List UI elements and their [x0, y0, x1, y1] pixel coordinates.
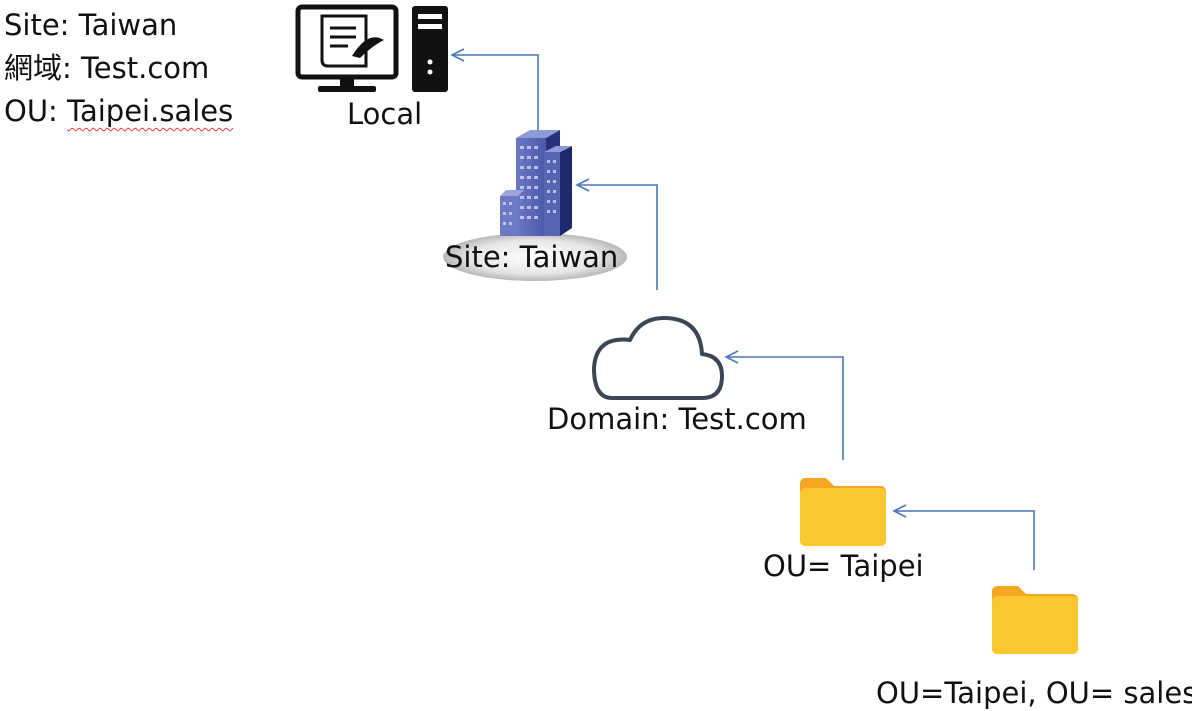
connector-site-to-local: [450, 48, 539, 132]
computer-server-icon: [295, 4, 448, 92]
info-site: Site: Taiwan: [4, 8, 178, 42]
folder-icon-ou-taipei: [800, 478, 886, 546]
info-ou: OU: Taipei.sales: [4, 90, 233, 133]
info-ou-value: Taipei.sales: [67, 94, 234, 128]
ou-sales-label: OU=Taipei, OU= sales: [876, 676, 1192, 710]
info-ou-prefix: OU:: [4, 94, 68, 128]
domain-label: Domain: Test.com: [547, 402, 807, 436]
info-block: Site: Taiwan 網域: Test.com OU: Taipei.sal…: [4, 4, 233, 133]
connector-sales-to-ou: [892, 504, 1035, 570]
connector-ou-to-domain: [724, 350, 844, 460]
folder-icon-ou-sales: [992, 586, 1078, 654]
cloud-icon: [592, 316, 724, 400]
connector-domain-to-site: [575, 178, 658, 290]
site-label: Site: Taiwan: [445, 240, 619, 274]
office-building-icon: [443, 130, 627, 281]
ou-taipei-label: OU= Taipei: [763, 549, 924, 583]
info-domain: 網域: Test.com: [4, 51, 210, 85]
local-label: Local: [347, 97, 423, 131]
